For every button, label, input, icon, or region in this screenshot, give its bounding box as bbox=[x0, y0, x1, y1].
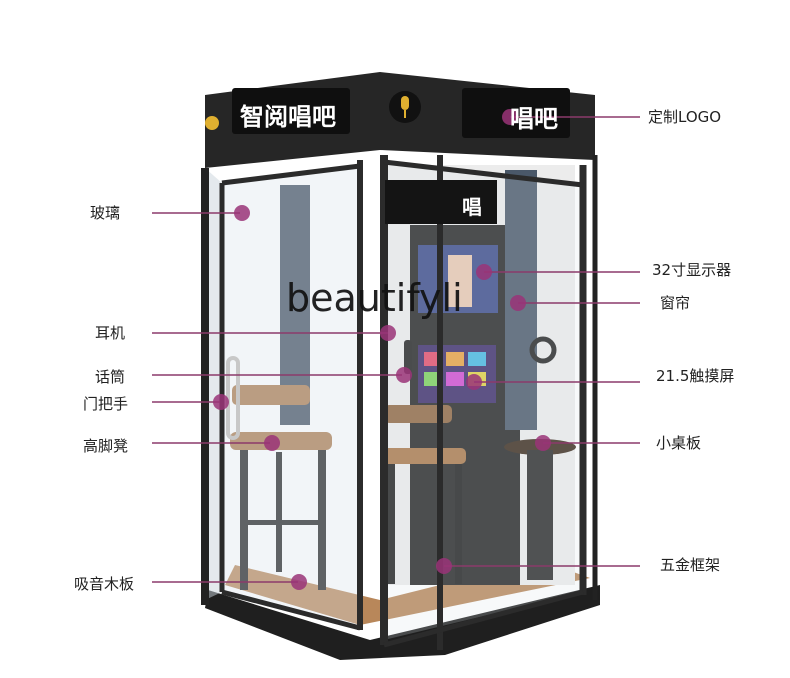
callout-label-door-handle: 门把手 bbox=[83, 395, 129, 413]
callout-label-stool: 高脚凳 bbox=[83, 437, 129, 455]
callout-label-logo: 定制LOGO bbox=[648, 108, 722, 126]
stool-front-seat bbox=[230, 432, 332, 450]
callout-dot-headphones bbox=[380, 325, 396, 341]
inner-signboard bbox=[385, 180, 497, 224]
watermark: beautifyli bbox=[286, 276, 463, 320]
callout-dots bbox=[213, 109, 551, 590]
signboard-left-text: 智阅唱吧 bbox=[240, 103, 336, 131]
callout-label-microphone: 话筒 bbox=[95, 368, 126, 386]
glass-front-right bbox=[384, 162, 583, 640]
inner-signboard-text: 唱 bbox=[462, 195, 482, 219]
callout-lines bbox=[152, 116, 640, 583]
signboard-left bbox=[232, 88, 350, 134]
stool-back-seat bbox=[380, 448, 466, 464]
callout-dot-display bbox=[476, 264, 492, 280]
side-logo-icon bbox=[205, 116, 219, 130]
callout-dot-table bbox=[535, 435, 551, 451]
callout-label-touchscreen: 21.5触摸屏 bbox=[656, 367, 735, 385]
display-person bbox=[448, 255, 472, 307]
headphones bbox=[529, 336, 557, 364]
door-handle bbox=[226, 356, 240, 440]
booth-base bbox=[205, 585, 600, 660]
callout-dot-acoustic-board bbox=[291, 574, 307, 590]
callout-dot-curtain bbox=[510, 295, 526, 311]
callout-dot-frame bbox=[436, 558, 452, 574]
signboard-right-text: 唱吧 bbox=[510, 105, 558, 133]
callout-label-frame: 五金框架 bbox=[660, 556, 721, 574]
callout-dot-microphone bbox=[396, 367, 412, 383]
callout-dot-logo bbox=[502, 109, 518, 125]
microphone bbox=[404, 340, 412, 374]
callout-label-curtain: 窗帘 bbox=[660, 294, 691, 312]
callout-dot-door-handle bbox=[213, 394, 229, 410]
glass-side-left bbox=[205, 168, 222, 600]
callout-dot-touchscreen bbox=[466, 374, 482, 390]
callout-label-headphones: 耳机 bbox=[95, 324, 126, 342]
callout-label-table: 小桌板 bbox=[656, 434, 702, 452]
glass-front-left bbox=[222, 166, 360, 628]
callout-label-display: 32寸显示器 bbox=[652, 261, 732, 279]
callout-label-acoustic-board: 吸音木板 bbox=[74, 575, 135, 593]
callout-dot-glass bbox=[234, 205, 250, 221]
callout-label-glass: 玻璃 bbox=[90, 204, 121, 222]
callout-dot-stool bbox=[264, 435, 280, 451]
